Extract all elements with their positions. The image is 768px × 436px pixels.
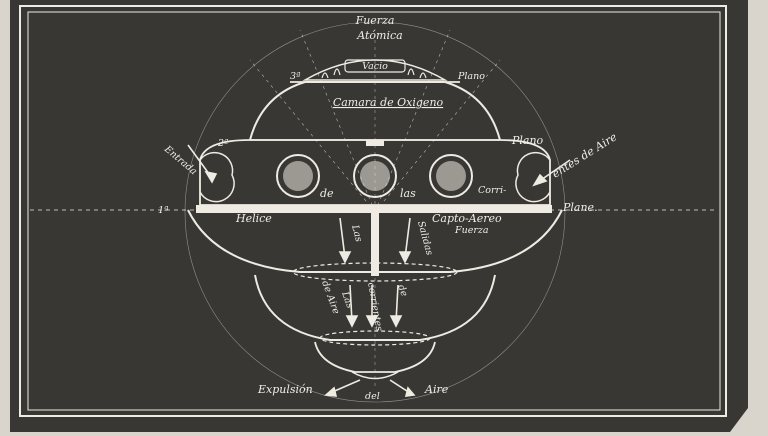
nozzle <box>314 341 436 373</box>
plano-1-label: Plane. <box>562 201 598 214</box>
upper-hull <box>249 81 501 141</box>
center-mast <box>371 210 379 276</box>
title-line1: Fuerza <box>355 14 395 27</box>
level-3-label: 3ª <box>290 71 301 82</box>
corri-label: Corri- <box>478 185 506 196</box>
aire-label: Aire <box>424 383 449 396</box>
vacio-label: Vacio <box>362 61 388 72</box>
helice-label: Helice <box>235 212 272 225</box>
capto-label: Capto-Aereo <box>432 212 502 225</box>
bottom-bowl <box>254 274 496 341</box>
las-label: las <box>400 187 416 200</box>
title-line2: Atómica <box>356 29 402 42</box>
level-2-label: 2ª <box>217 138 229 149</box>
fuerza-bottom-label: Fuerza <box>454 225 489 236</box>
de-vert-label: de <box>395 283 409 298</box>
del-label: del <box>365 391 380 402</box>
plano-2-label: Plano <box>511 134 544 147</box>
top-fins <box>321 68 427 79</box>
radial-guides <box>249 29 501 213</box>
las-vertical-label: Las <box>349 223 364 243</box>
outer-frame <box>19 5 727 417</box>
plano-3-label: Plano <box>457 71 485 82</box>
level-1-label: 1ª <box>158 205 169 216</box>
left-intake <box>199 151 235 203</box>
airflow-arrows <box>187 144 571 397</box>
vacio-box <box>344 59 406 73</box>
waist-ellipse <box>292 262 458 282</box>
torn-corner <box>730 408 768 432</box>
guide-circle <box>184 21 566 403</box>
expulsion-label: Expulsión <box>257 383 313 396</box>
inner-frame <box>27 11 721 411</box>
camara-label: Camara de Oxigeno <box>333 96 444 109</box>
helice-bar <box>196 205 552 213</box>
bottom-ellipse <box>319 330 431 346</box>
portholes <box>276 154 473 198</box>
right-intake <box>515 151 551 203</box>
nozzle-tip <box>351 371 399 380</box>
de-label: de <box>320 187 334 200</box>
mast-cap <box>366 140 384 146</box>
